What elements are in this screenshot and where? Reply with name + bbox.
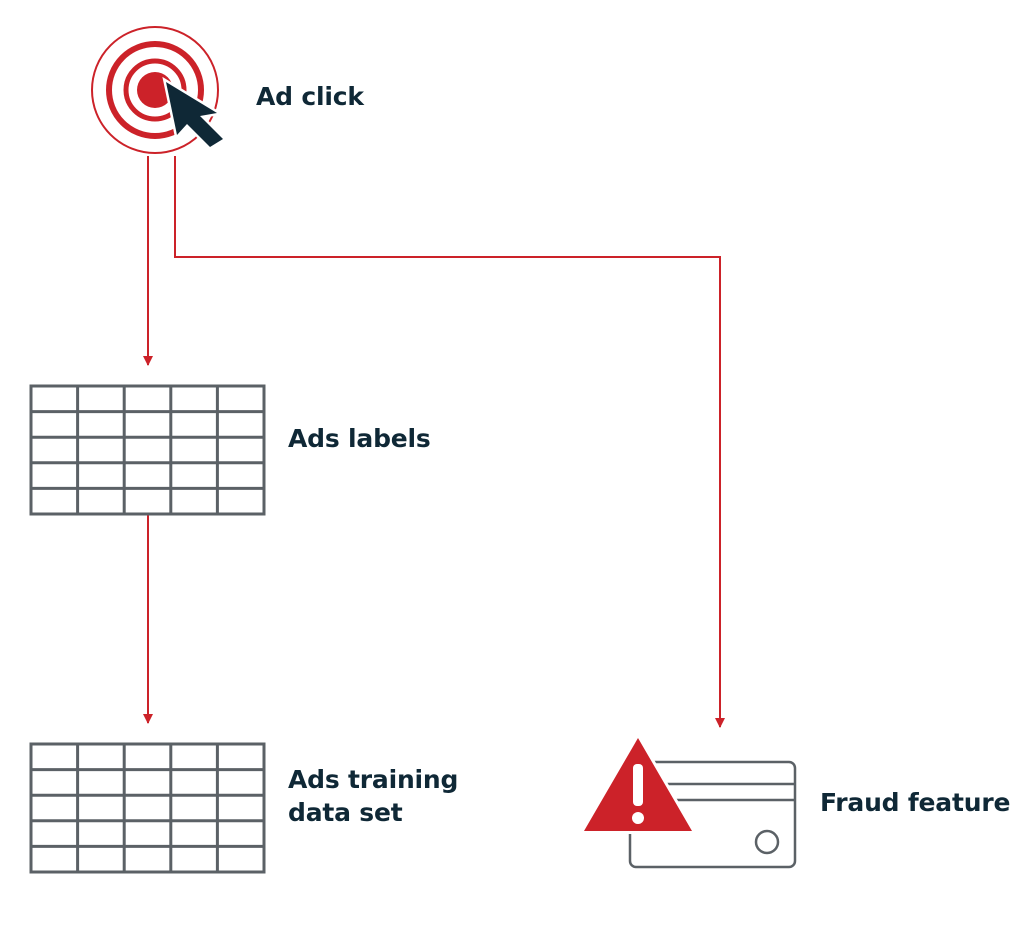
click-target-icon	[91, 26, 228, 154]
label-line-2: data set	[288, 798, 403, 827]
table-grid-icon	[29, 384, 266, 516]
edge-ad-click-to-fraud-feature	[174, 156, 725, 728]
ads-training-data-set-label: Ads training data set	[288, 763, 458, 829]
table-grid-icon	[29, 742, 266, 874]
credit-card-warning-icon	[581, 735, 797, 869]
fraud-feature-label: Fraud feature	[820, 788, 1011, 817]
ads-labels-label: Ads labels	[288, 424, 431, 453]
cursor-arrow-icon	[162, 76, 228, 151]
label-line-1: Ads training	[288, 765, 459, 794]
warning-triangle-icon	[581, 735, 695, 834]
ad-click-label: Ad click	[256, 82, 364, 111]
